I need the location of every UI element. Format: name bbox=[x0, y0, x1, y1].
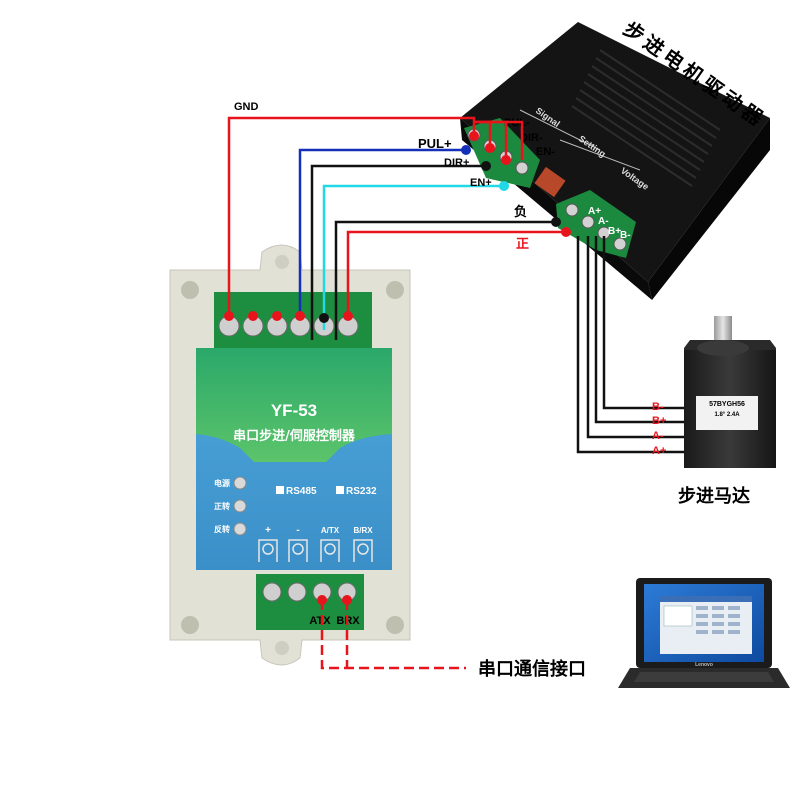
label-power-positive: 正 bbox=[516, 237, 529, 252]
wire-motor-a-plus bbox=[576, 236, 690, 454]
wire-connection-dots bbox=[224, 131, 571, 605]
controller-yf53: YF-53 串口步进/伺服控制器 电源 正转 反转 RS485 RS232 + … bbox=[169, 244, 411, 666]
pin-label-dir-minus: DIR- bbox=[520, 132, 543, 144]
led-reverse: 反转 bbox=[214, 522, 247, 536]
pin-label-a-plus: A+ bbox=[588, 206, 601, 217]
controller-green-band bbox=[196, 348, 392, 462]
port-label-brx: BRX bbox=[336, 615, 360, 627]
motor-nameplate bbox=[696, 396, 758, 430]
wire-en-minus bbox=[474, 120, 524, 160]
rs485-label: RS485 bbox=[286, 486, 317, 497]
led-label-reverse: 反转 bbox=[214, 524, 230, 534]
motor-name: 步进马达 bbox=[678, 485, 750, 507]
wires bbox=[227, 116, 690, 670]
io-label-brx: B/RX bbox=[353, 526, 373, 535]
led-indicator bbox=[233, 499, 247, 513]
io-label-minus: - bbox=[296, 525, 299, 536]
mount-hole bbox=[181, 281, 199, 299]
led-indicator bbox=[233, 522, 247, 536]
led-label-forward: 正转 bbox=[214, 501, 230, 511]
wire-serial-atx bbox=[320, 600, 466, 670]
wire-dir-plus bbox=[310, 164, 486, 340]
wire-motor-a-minus bbox=[586, 236, 690, 439]
pin-label-a-minus: A- bbox=[598, 216, 609, 227]
motor-lead-b-minus: B- bbox=[652, 401, 664, 413]
controller-model: YF-53 bbox=[271, 401, 317, 420]
io-label-atx: A/TX bbox=[321, 526, 340, 535]
laptop: Lenovo bbox=[618, 578, 790, 688]
serial-interface-label: 串口通信接口 bbox=[478, 658, 586, 680]
label-dir-plus: DIR+ bbox=[444, 157, 469, 169]
wire-en-plus bbox=[322, 184, 504, 330]
motor-lead-a-plus: A+ bbox=[652, 445, 666, 457]
mount-hole bbox=[386, 616, 404, 634]
port-label-atx: ATX bbox=[309, 615, 331, 627]
pin-label-b-plus: B+ bbox=[608, 226, 621, 237]
mount-hole bbox=[275, 255, 289, 269]
wire-motor-b-plus bbox=[594, 236, 690, 424]
heatsink-fins bbox=[571, 49, 721, 187]
rs232-label: RS232 bbox=[346, 486, 377, 497]
mount-hole bbox=[181, 616, 199, 634]
io-pin-sockets bbox=[258, 539, 373, 562]
led-label-power: 电源 bbox=[214, 478, 230, 488]
mount-hole bbox=[275, 641, 289, 655]
motor-lead-b-plus: B+ bbox=[652, 415, 666, 427]
wire-motor-b-minus bbox=[602, 236, 690, 410]
pin-label-en-minus: EN- bbox=[536, 146, 555, 158]
label-en-plus: EN+ bbox=[470, 177, 492, 189]
led-indicator bbox=[233, 476, 247, 490]
label-pul-plus: PUL+ bbox=[418, 136, 452, 151]
laptop-brand: Lenovo bbox=[695, 662, 713, 668]
power-terminal-block bbox=[556, 190, 636, 258]
controller-name: 串口步进/伺服控制器 bbox=[233, 428, 356, 444]
wire-pul-plus bbox=[298, 148, 466, 318]
label-gnd: GND bbox=[234, 101, 259, 113]
wire-power-negative bbox=[334, 220, 556, 340]
rs485-checkbox bbox=[276, 486, 284, 494]
top-terminal-screws bbox=[218, 315, 359, 337]
motor-specs: 1.8° 2.4A bbox=[714, 412, 740, 418]
dip-switch bbox=[534, 166, 566, 198]
motor-boss bbox=[697, 340, 749, 356]
label-power-negative: 负 bbox=[514, 204, 527, 220]
pin-label-b-minus: B- bbox=[620, 230, 631, 241]
led-forward: 正转 bbox=[214, 499, 247, 513]
laptop-keyboard bbox=[634, 672, 774, 682]
motor-lead-a-minus: A- bbox=[652, 430, 664, 442]
mount-hole bbox=[386, 281, 404, 299]
rs232-checkbox bbox=[336, 486, 344, 494]
wire-gnd bbox=[227, 116, 476, 318]
wire-power-positive bbox=[346, 230, 566, 318]
stepper-motor: 57BYGH56 1.8° 2.4A bbox=[684, 316, 776, 468]
motor-model: 57BYGH56 bbox=[709, 401, 745, 408]
led-power: 电源 bbox=[214, 476, 247, 490]
io-label-plus: + bbox=[265, 525, 271, 536]
